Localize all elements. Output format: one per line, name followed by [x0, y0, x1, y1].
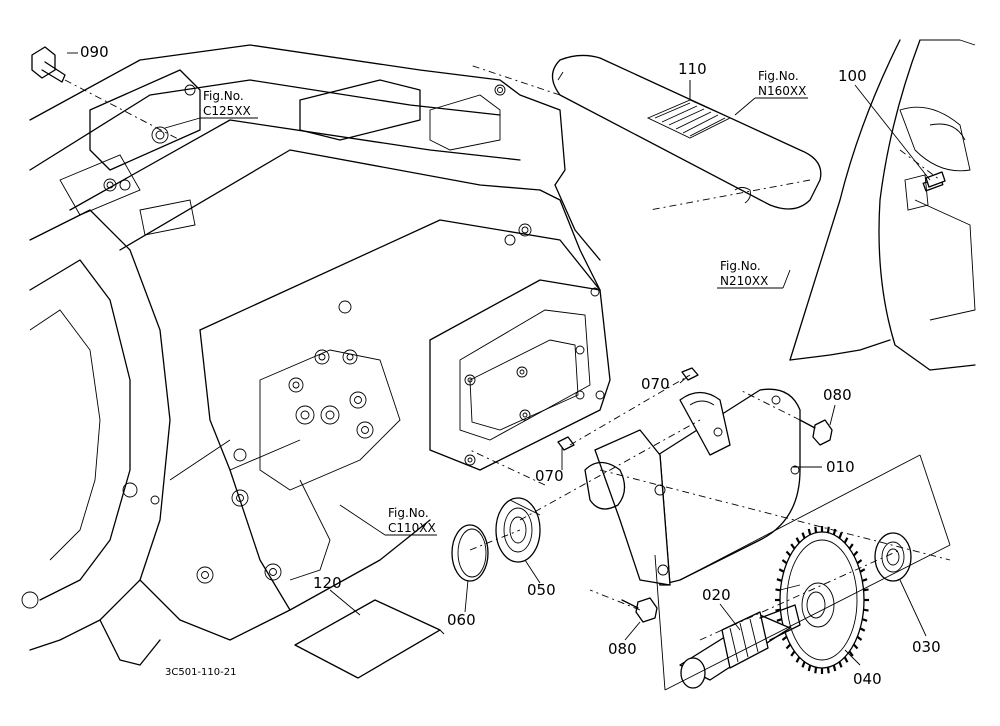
gear-tooth [856, 559, 863, 565]
gear-tooth [785, 550, 792, 557]
gear-tooth [838, 661, 843, 668]
gear-tooth [856, 635, 863, 641]
gear-tooth [814, 667, 818, 674]
gear-tooth [776, 618, 783, 622]
svg-text:N210XX: N210XX [720, 274, 768, 288]
gear-tooth [790, 543, 796, 550]
label-050: 050 [527, 581, 556, 599]
label-110: 110 [678, 60, 707, 78]
dowel-pin-070-lower [557, 436, 575, 451]
label-030: 030 [912, 638, 941, 656]
snap-ring-060 [451, 524, 489, 582]
gear-tooth [861, 578, 868, 582]
bolt-080-upper [799, 419, 833, 446]
label-010: 010 [826, 458, 855, 476]
bolt-090 [31, 46, 66, 83]
gear-tooth [852, 550, 859, 557]
gear-tooth [785, 643, 792, 650]
label-100: 100 [838, 67, 867, 85]
gear-tooth [838, 532, 843, 539]
gear-tooth [863, 588, 869, 592]
gear-tooth [807, 528, 812, 536]
gear-tooth [790, 650, 796, 657]
label-080-lower: 080 [608, 640, 637, 658]
label-040: 040 [853, 670, 882, 688]
dowel-bolt-100 [925, 171, 946, 188]
label-020: 020 [702, 586, 731, 604]
side-cover-plate [551, 54, 822, 210]
gear-tooth [801, 661, 806, 668]
gear-tooth [861, 618, 868, 622]
fig-ref-c125: Fig.No. C125XX [203, 89, 251, 118]
svg-text:Fig.No.: Fig.No. [720, 259, 761, 273]
bearing-050 [495, 497, 541, 563]
gear-tooth [843, 537, 849, 544]
gear-tooth [859, 568, 866, 573]
gear-tooth [781, 635, 788, 641]
svg-text:C125XX: C125XX [203, 104, 251, 118]
svg-text:Fig.No.: Fig.No. [758, 69, 799, 83]
gear-tooth [776, 578, 783, 582]
svg-text:N160XX: N160XX [758, 84, 806, 98]
figure-references: Fig.No. C125XX Fig.No. N160XX Fig.No. N2… [203, 69, 806, 535]
gear-tooth [778, 568, 785, 573]
label-070-upper: 070 [641, 375, 670, 393]
leader-lines [67, 52, 951, 691]
fender [789, 39, 976, 371]
label-120: 120 [313, 574, 342, 592]
gear-tooth [795, 656, 801, 663]
gear-tooth [775, 608, 781, 612]
gear-tooth [848, 650, 854, 657]
gear-tooth [814, 526, 818, 533]
gear-tooth [826, 526, 830, 533]
svg-text:Fig.No.: Fig.No. [203, 89, 244, 103]
gear-tooth [852, 643, 859, 650]
gear-case-housing [584, 388, 801, 586]
gear-tooth [807, 664, 812, 672]
label-080-upper: 080 [823, 386, 852, 404]
pinion-shaft-020 [679, 604, 801, 689]
gear-tooth [775, 588, 781, 592]
fig-ref-n160: Fig.No. N160XX [758, 69, 806, 98]
svg-text:C110XX: C110XX [388, 521, 436, 535]
gear-tooth [781, 559, 788, 565]
label-090: 090 [80, 43, 109, 61]
gear-tooth [795, 537, 801, 544]
gear-tooth [832, 664, 837, 672]
dowel-pin-070-upper [681, 367, 699, 381]
gear-tooth [843, 656, 849, 663]
gear-tooth [801, 532, 806, 539]
gear-tooth [832, 528, 837, 536]
gear-tooth [859, 627, 866, 632]
gear-tooth [848, 543, 854, 550]
hatched-label-plate [646, 99, 732, 139]
bolt-080-lower [621, 597, 658, 623]
label-070-lower: 070 [535, 467, 564, 485]
fig-ref-n210: Fig.No. N210XX [720, 259, 768, 288]
transmission-case [21, 44, 611, 666]
gear-tooth [863, 608, 869, 612]
part-labels: 090 110 100 070 080 070 010 050 060 120 … [80, 43, 941, 688]
spur-gear-040 [775, 526, 869, 674]
centerlines [64, 64, 951, 641]
gear-tooth [826, 667, 830, 674]
manual-sheet-120 [294, 599, 445, 679]
svg-text:Fig.No.: Fig.No. [388, 506, 429, 520]
label-060: 060 [447, 611, 476, 629]
drawing-code: 3C501-110-21 [165, 667, 236, 678]
fig-ref-c110: Fig.No. C110XX [388, 506, 436, 535]
